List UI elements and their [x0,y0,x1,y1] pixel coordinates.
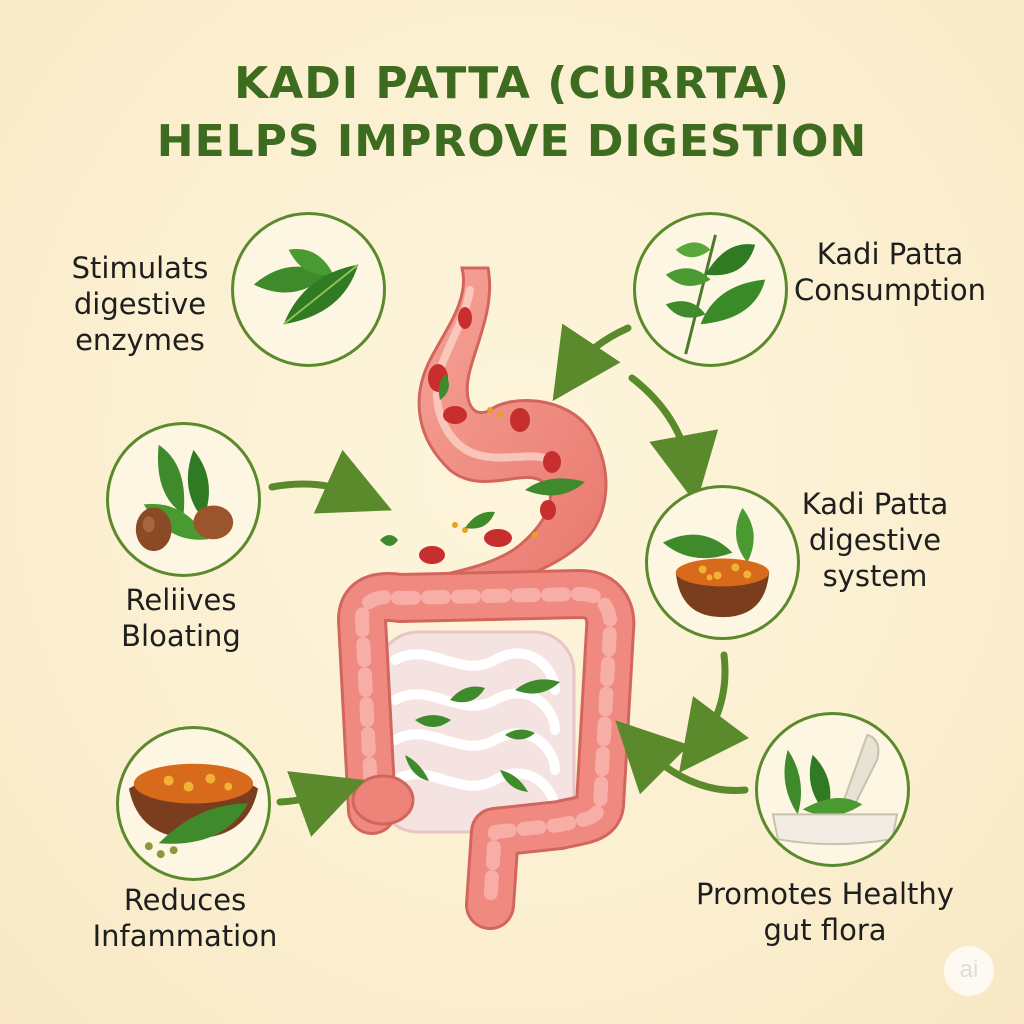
label-line: gut flora [763,913,887,947]
page-title-line-1: KADI PATTA (CURRTA) [234,58,790,109]
arrow-flora-to-intestine [615,720,749,795]
label-line: digestive [73,287,207,321]
label-consumption: Kadi Patta Consumption [785,236,995,308]
label-relieves-bloating: Reliives Bloating [96,582,266,654]
label-promotes-healthy-gut-flora: Promotes Healthy gut flora [690,876,960,948]
label-line: Bloating [121,619,241,653]
arrow-consumption-to-stomach [552,323,632,402]
label-line: Kadi Patta [801,487,949,521]
label-line: Kadi Patta [816,237,964,271]
flow-arrows [268,323,749,837]
arrow-bloating-to-stomach [268,449,392,514]
large-intestine [337,569,636,930]
leaves-and-nuts-icon [106,422,261,577]
curry-bowl-icon [645,485,800,640]
arrow-consumption-to-digestive-system [628,374,719,505]
label-digestive-system: Kadi Patta digestive system [790,486,960,594]
label-line: Reliives [125,583,237,617]
label-line: Consumption [793,273,987,307]
label-line: Promotes Healthy [696,877,954,911]
mortar-and-leaves-icon [755,712,910,867]
curry-leaves-icon [231,212,386,367]
stomach [380,266,608,600]
small-intestine [376,630,576,834]
ai-watermark: ai [944,946,994,996]
label-line: digestive [808,523,942,557]
arrow-digestive-system-to-intestine [679,651,749,774]
arrow-inflammation-to-intestine [276,771,365,837]
label-reduces-inflammation: Reduces Infammation [85,882,285,954]
label-line: Stimulats [71,251,209,285]
label-stimulates-digestive-enzymes: Stimulats digestive enzymes [60,250,220,358]
label-line: enzymes [75,323,205,357]
label-line: Infammation [92,919,278,953]
page-title-line-2: HELPS IMPROVE DIGESTION [156,116,868,167]
label-line: system [822,559,928,593]
curry-leaf-sprig-icon [633,212,788,367]
label-line: Reduces [123,883,247,917]
spice-bowl-icon [116,726,271,881]
